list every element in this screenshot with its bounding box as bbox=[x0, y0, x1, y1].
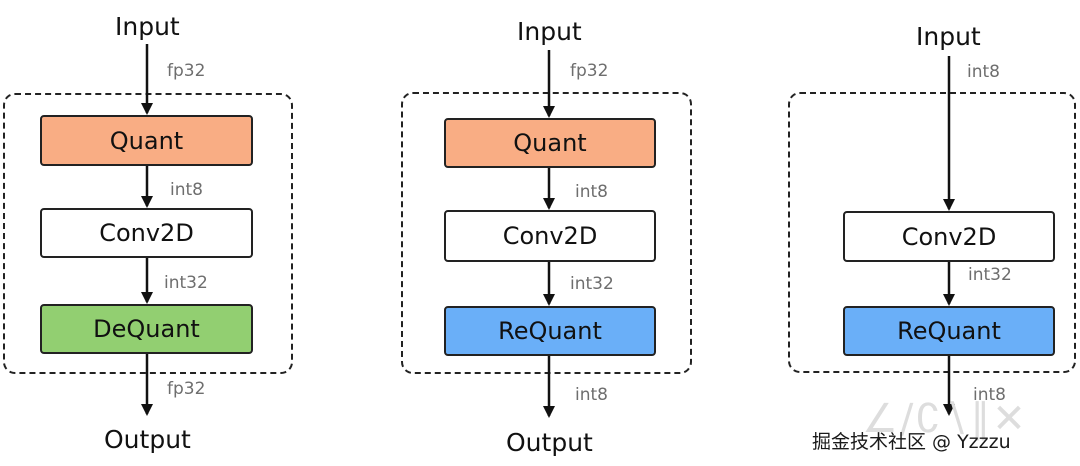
d3-dtype-after-conv: int32 bbox=[968, 265, 1012, 285]
d1-output-dtype: fp32 bbox=[167, 379, 206, 399]
d3-input-dtype: int8 bbox=[967, 62, 1000, 82]
d1-dtype-after-conv: int32 bbox=[164, 273, 208, 293]
quant-group-2 bbox=[401, 92, 692, 374]
d3-conv2d-block: Conv2D bbox=[843, 211, 1055, 262]
d1-conv2d-block: Conv2D bbox=[40, 208, 253, 258]
quant-group-3 bbox=[788, 92, 1076, 373]
d3-input-label: Input bbox=[916, 22, 981, 51]
d2-input-label: Input bbox=[517, 17, 582, 46]
d2-quant-block: Quant bbox=[444, 118, 656, 168]
d1-quant-block: Quant bbox=[40, 115, 253, 166]
d2-output-dtype: int8 bbox=[575, 385, 608, 405]
d1-input-label: Input bbox=[115, 12, 180, 41]
d1-dequant-block: DeQuant bbox=[40, 304, 253, 354]
d2-input-dtype: fp32 bbox=[570, 61, 609, 81]
d2-requant-block: ReQuant bbox=[444, 306, 656, 356]
d2-dtype-after-quant: int8 bbox=[575, 182, 608, 202]
d2-conv2d-block: Conv2D bbox=[444, 210, 656, 262]
d1-input-dtype: fp32 bbox=[167, 61, 206, 81]
watermark-text: 掘金技术社区 @ Yzzzu bbox=[812, 431, 1011, 453]
d1-dtype-after-quant: int8 bbox=[170, 180, 203, 200]
d2-output-label: Output bbox=[506, 428, 593, 457]
d3-output-dtype: int8 bbox=[973, 385, 1006, 405]
d2-dtype-after-conv: int32 bbox=[570, 274, 614, 294]
d3-requant-block: ReQuant bbox=[843, 306, 1055, 356]
watermark-logo: ∠∕∁∖∥✕ bbox=[862, 396, 1028, 442]
d1-output-label: Output bbox=[104, 425, 191, 454]
